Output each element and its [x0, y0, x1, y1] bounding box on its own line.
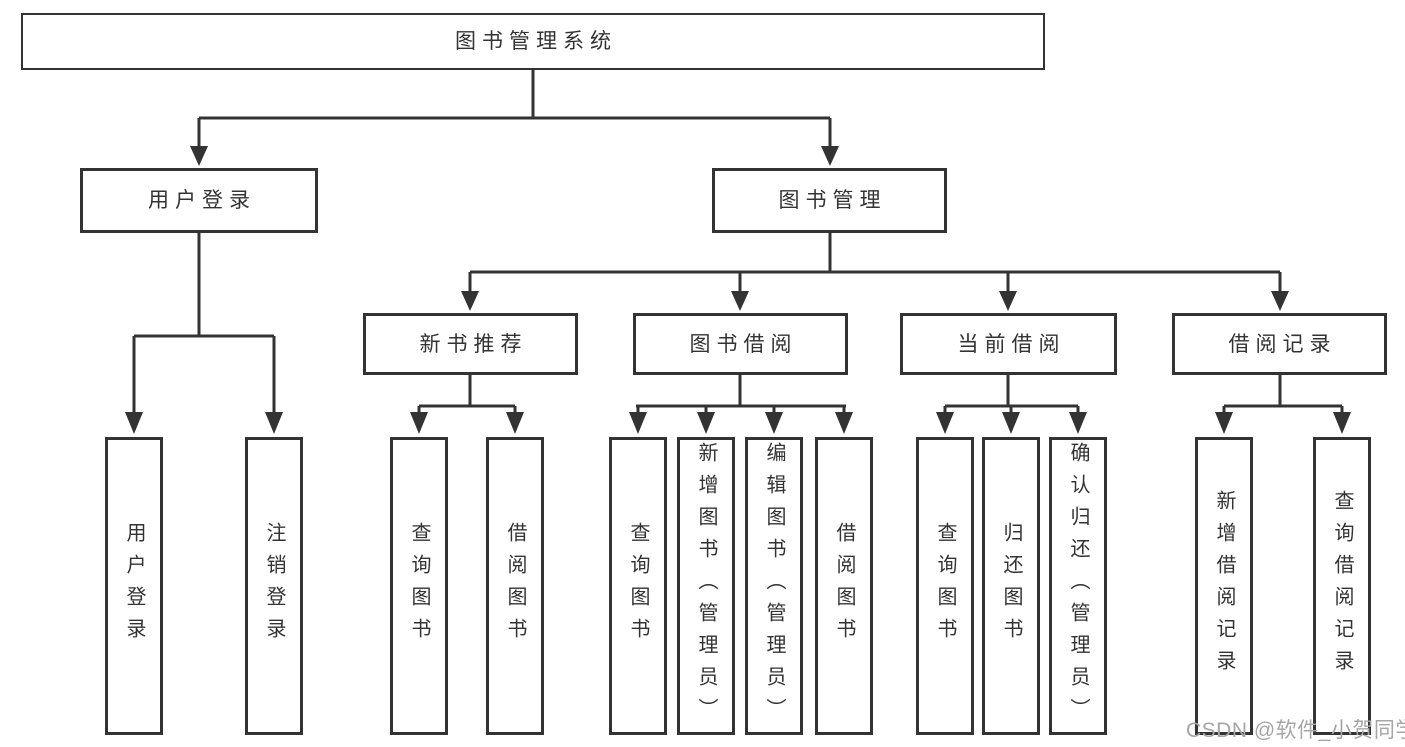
arrow-down-icon	[125, 412, 143, 434]
node-label: 查询借阅记录	[1331, 490, 1353, 682]
arrow-down-icon	[731, 291, 749, 311]
arrow-down-icon	[461, 291, 479, 311]
arrow-down-icon	[1002, 412, 1020, 434]
leaf-query-books-current: 查询图书	[916, 437, 974, 735]
node-new-book-recommend: 新书推荐	[363, 313, 578, 375]
arrow-down-icon	[506, 412, 524, 434]
arrow-down-icon	[1215, 412, 1233, 434]
node-label: 新书推荐	[419, 332, 528, 356]
node-label: 归还图书	[1000, 522, 1022, 650]
tree-edges	[132, 70, 1344, 417]
node-book-management-system: 图书管理系统	[21, 13, 1045, 70]
arrowheads	[125, 146, 1351, 434]
leaf-new-borrow-record: 新增借阅记录	[1195, 437, 1253, 735]
watermark: CSDN @软件_小贺同学	[1186, 719, 1405, 742]
arrow-down-icon	[265, 412, 283, 434]
node-label: 查询图书	[934, 522, 956, 650]
node-borrowing-records: 借阅记录	[1172, 313, 1387, 375]
arrow-down-icon	[697, 412, 715, 434]
node-label: 查询图书	[627, 522, 649, 650]
node-label: 图书管理	[778, 189, 887, 212]
arrow-down-icon	[835, 412, 853, 434]
leaf-confirm-return-admin: 确认归还（管理员）	[1049, 437, 1107, 735]
leaf-logout: 注销登录	[245, 437, 303, 735]
node-label: 用户登录	[123, 522, 145, 650]
node-book-management: 图书管理	[712, 168, 947, 233]
node-label: 编辑图书（管理员）	[763, 442, 785, 730]
arrow-down-icon	[821, 146, 839, 166]
arrow-down-icon	[936, 412, 954, 434]
leaf-query-books-borrow: 查询图书	[609, 437, 667, 735]
node-label: 图书管理系统	[455, 30, 617, 53]
node-label: 用户登录	[148, 189, 256, 212]
node-label: 图书借阅	[689, 332, 798, 356]
arrow-down-icon	[629, 412, 647, 434]
node-book-borrowing: 图书借阅	[633, 313, 848, 375]
leaf-return-books: 归还图书	[982, 437, 1040, 735]
leaf-borrow-books-recommend: 借阅图书	[486, 437, 544, 735]
leaf-query-books-recommend: 查询图书	[390, 437, 448, 735]
leaf-add-book-admin: 新增图书（管理员）	[677, 437, 735, 735]
node-label: 借阅记录	[1228, 332, 1337, 356]
node-label: 新增图书（管理员）	[695, 442, 717, 730]
node-label: 借阅图书	[504, 522, 526, 650]
arrow-down-icon	[410, 412, 428, 434]
arrow-down-icon	[1069, 412, 1087, 434]
arrow-down-icon	[1333, 412, 1351, 434]
arrow-down-icon	[190, 146, 208, 166]
leaf-edit-book-admin: 编辑图书（管理员）	[745, 437, 803, 735]
node-label: 当前借阅	[957, 332, 1066, 356]
arrow-down-icon	[999, 291, 1017, 311]
node-label: 查询图书	[408, 522, 430, 650]
leaf-borrow-books: 借阅图书	[815, 437, 873, 735]
node-current-borrowing: 当前借阅	[900, 313, 1117, 375]
arrow-down-icon	[765, 412, 783, 434]
arrow-down-icon	[1271, 291, 1289, 311]
node-label: 确认归还（管理员）	[1067, 442, 1089, 730]
node-label: 注销登录	[263, 522, 285, 650]
leaf-query-borrow-record: 查询借阅记录	[1313, 437, 1371, 735]
node-label: 借阅图书	[833, 522, 855, 650]
node-label: 新增借阅记录	[1213, 490, 1235, 682]
leaf-user-login: 用户登录	[105, 437, 163, 735]
node-user-login: 用户登录	[80, 168, 318, 233]
